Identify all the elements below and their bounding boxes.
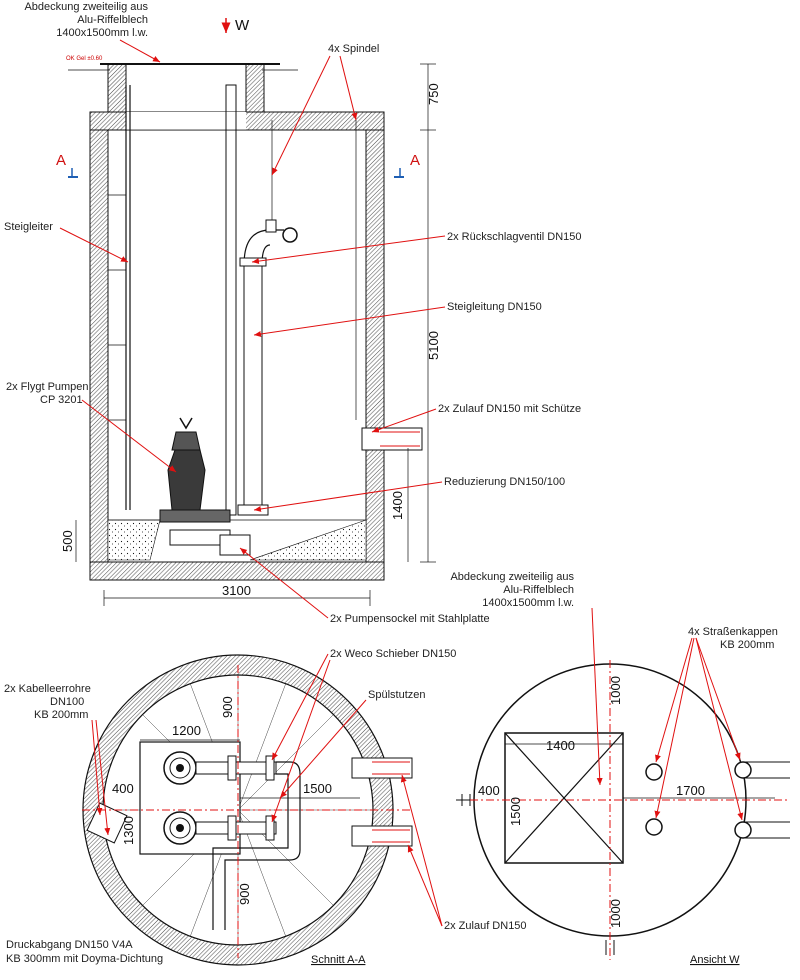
- right-wall: [365, 111, 385, 563]
- pump: [159, 417, 251, 556]
- dim-900-top: 900: [220, 696, 235, 718]
- dim-1000-top: 1000: [608, 676, 623, 705]
- dim-1700: 1700: [676, 783, 705, 798]
- dim-500: 500: [60, 530, 75, 552]
- cover-right-label-1: Abdeckung zweiteilig aus: [450, 571, 574, 583]
- neck-right: [245, 63, 265, 113]
- cover-label-2: Alu-Riffelblech: [77, 14, 148, 26]
- cover-right-label-3: 1400x1500mm l.w.: [482, 597, 574, 609]
- street-cap: [645, 763, 663, 781]
- cable-label-3: KB 200mm: [34, 709, 88, 721]
- caption-view: Ansicht W: [690, 954, 740, 966]
- left-wall: [89, 111, 109, 563]
- base-slab: [89, 561, 385, 581]
- riser-label: Steigleitung DN150: [447, 301, 542, 313]
- dim-1500-plan: 1500: [303, 781, 332, 796]
- pumps-label-2: CP 3201: [40, 394, 83, 406]
- inlet-gate-label: 2x Zulauf DN150 mit Schütze: [438, 403, 581, 415]
- dim-1400-view: 1400: [546, 738, 575, 753]
- street-caps-label-1: 4x Straßenkappen: [688, 626, 778, 638]
- guide-rail: [225, 84, 237, 516]
- benching-left: [107, 519, 161, 561]
- dim-1200: 1200: [172, 723, 201, 738]
- pump-base-label: 2x Pumpensockel mit Stahlplatte: [330, 613, 490, 625]
- street-caps-label-2: KB 200mm: [720, 639, 774, 651]
- valve-wheel: [282, 227, 298, 243]
- ok-gel-label: OK Gel ±0.60: [66, 56, 103, 62]
- view-w-label: W: [235, 17, 250, 34]
- weco-label: 2x Weco Schieber DN150: [330, 648, 456, 660]
- pumps-label-1: 2x Flygt Pumpen: [6, 381, 89, 393]
- cover-right-label-2: Alu-Riffelblech: [503, 584, 574, 596]
- plan-section-a-a: 1200 900 400 1300 1500 900 2x Weco Schie…: [4, 648, 527, 966]
- view-w: 1400 1000 400 1700 1500 1000 Abdeckung z…: [450, 571, 790, 966]
- check-valve-label: 2x Rückschlagventil DN150: [447, 231, 582, 243]
- section-view: A A W 750 5100 1400 500 3100 Abdeckung z…: [4, 1, 582, 625]
- reducer-label: Reduzierung DN150/100: [444, 476, 565, 488]
- dim-1500-view: 1500: [508, 797, 523, 826]
- cover-label-1: Abdeckung zweiteilig aus: [24, 1, 148, 13]
- benching-right: [249, 519, 367, 561]
- cable-label-1: 2x Kabelleerrohre: [4, 683, 91, 695]
- dim-400-left: 400: [112, 781, 134, 796]
- inlet-label: 2x Zulauf DN150: [444, 920, 527, 932]
- neck-left: [107, 63, 127, 113]
- section-marker-left: A: [56, 152, 66, 169]
- ladder-label: Steigleiter: [4, 221, 53, 233]
- flush-label: Spülstutzen: [368, 689, 425, 701]
- cover-label-3: 1400x1500mm l.w.: [56, 27, 148, 39]
- spindle-label: 4x Spindel: [328, 43, 379, 55]
- section-marker-right: A: [410, 152, 420, 169]
- dim-5100: 5100: [426, 331, 441, 360]
- dim-900-bottom: 900: [237, 883, 252, 905]
- dim-400-view: 400: [478, 783, 500, 798]
- inlet-pipe: [361, 427, 423, 451]
- dim-3100: 3100: [222, 583, 251, 598]
- pump-bottom: [163, 811, 197, 845]
- outlet-label-1: Druckabgang DN150 V4A: [6, 939, 133, 951]
- caption-section: Schnitt A-A: [311, 954, 366, 966]
- dim-750: 750: [426, 83, 441, 105]
- riser-pipe: [243, 264, 263, 516]
- dim-1000-bottom: 1000: [608, 899, 623, 928]
- dim-1300: 1300: [121, 816, 136, 845]
- cable-label-2: DN100: [50, 696, 84, 708]
- outlet-label-2: KB 300mm mit Doyma-Dichtung: [6, 953, 163, 965]
- dim-1400: 1400: [390, 491, 405, 520]
- pump-top: [163, 751, 197, 785]
